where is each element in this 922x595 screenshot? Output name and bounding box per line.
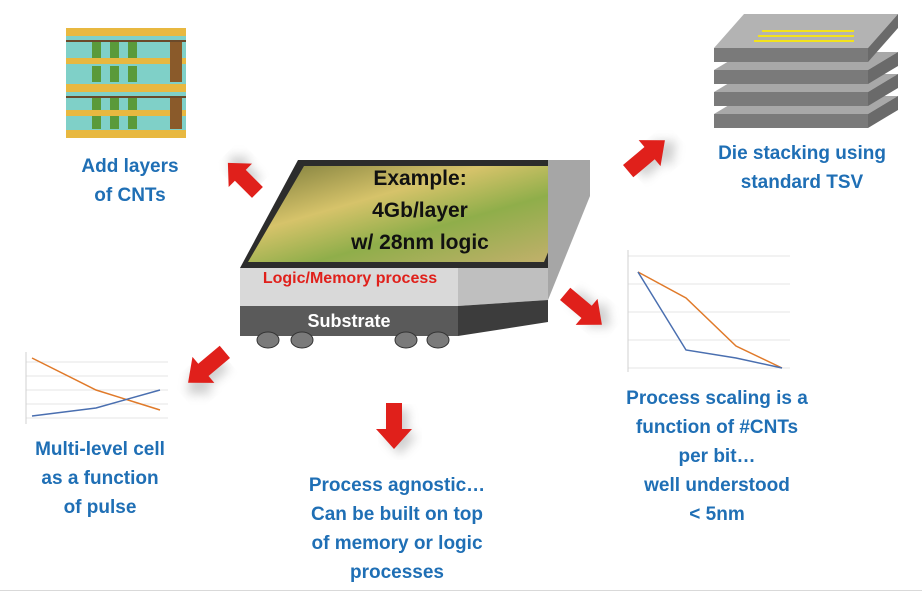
series-blue-line (637, 271, 783, 369)
label-line: Can be built on top (310, 504, 484, 525)
arrow-to-layers (227, 155, 263, 198)
example-line-3: w/ 28nm logic (351, 231, 489, 254)
label-line: of memory or logic (311, 533, 483, 554)
substrate-layer (240, 306, 458, 336)
label-line: Multi-level cell (35, 439, 165, 460)
label-line: function of #CNTs (635, 417, 799, 438)
arrow-to-agnostic (376, 403, 418, 455)
label-line: Process agnostic… (308, 475, 486, 496)
label-line: Process scaling is a (626, 388, 808, 409)
label-add-layers: Add layers of CNTs (50, 152, 210, 210)
arrow-to-multilevel (187, 345, 230, 395)
bottom-divider (0, 590, 922, 591)
arrow-to-stacking (623, 140, 677, 179)
label-line: processes (349, 562, 444, 583)
series-orange-line (637, 271, 783, 369)
label-line: Die stacking using (718, 143, 886, 164)
arrow-to-scaling (560, 287, 611, 327)
label-line: of CNTs (94, 185, 166, 206)
label-agnostic: Process agnostic… Can be built on top of… (282, 471, 512, 587)
label-scaling: Process scaling is a function of #CNTs p… (602, 384, 832, 529)
series-orange-line (31, 357, 161, 411)
solder-bumps (256, 331, 450, 349)
label-line: per bit… (678, 446, 756, 467)
label-line: Add layers (81, 156, 179, 177)
substrate-label: Substrate (240, 309, 458, 333)
example-line-2: 4Gb/layer (372, 199, 468, 222)
chip-example-text: Example: 4Gb/layer w/ 28nm logic (300, 163, 540, 259)
label-line: < 5nm (689, 504, 745, 525)
label-multi-level: Multi-level cell as a function of pulse (10, 435, 190, 522)
logic-memory-label: Logic/Memory process (250, 268, 450, 308)
logic-memory-text: Logic/Memory process (262, 270, 438, 287)
multi-level-chart (25, 352, 168, 424)
substrate-text: Substrate (307, 311, 391, 331)
label-line: well understood (644, 475, 790, 496)
label-line: standard TSV (740, 172, 864, 193)
example-line-1: Example: (373, 167, 467, 190)
label-die-stacking: Die stacking using standard TSV (692, 139, 912, 197)
die-stack-image (714, 14, 898, 128)
series-blue-line (31, 389, 161, 417)
label-line: of pulse (63, 497, 137, 518)
cnt-layers-image (66, 28, 186, 138)
chip (240, 160, 590, 349)
label-line: as a function (41, 468, 159, 489)
scaling-chart (627, 250, 790, 372)
logic-memory-layer (240, 268, 458, 306)
